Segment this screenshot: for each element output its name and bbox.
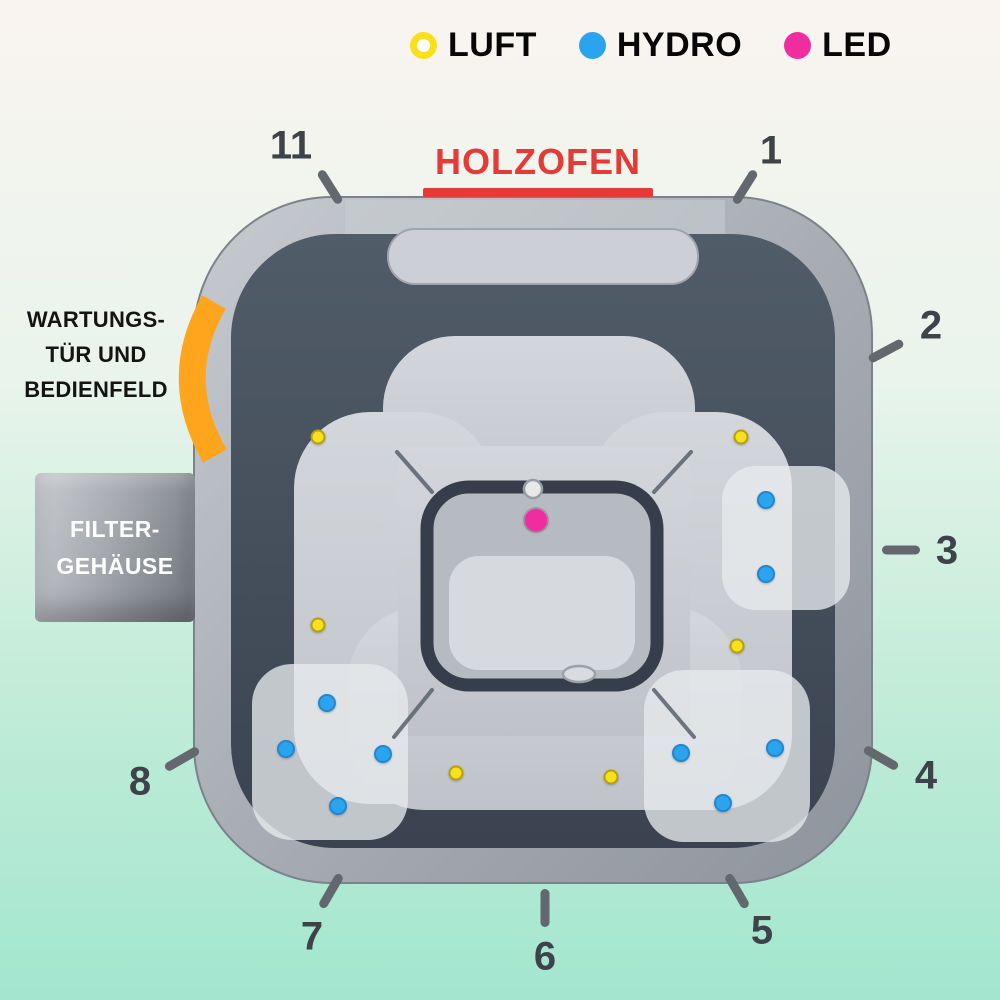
legend-item-led: LED <box>784 26 892 65</box>
drain-fitting <box>561 664 597 684</box>
stove-callout: HOLZOFEN <box>423 141 653 197</box>
stove-label: HOLZOFEN <box>435 141 641 182</box>
legend-item-luft: LUFT <box>410 26 537 65</box>
maintenance-line-3: BEDIENFELD <box>24 377 168 402</box>
seat-pads <box>252 466 850 842</box>
maintenance-door-arc <box>178 295 227 463</box>
legend-dot-luft <box>410 32 437 59</box>
legend-label-luft: LUFT <box>448 26 537 64</box>
stove-underline <box>423 188 653 197</box>
legend-dot-led <box>784 32 812 59</box>
legend: LUFT HYDRO LED <box>410 26 892 65</box>
filter-housing-label: FILTER- GEHÄUSE <box>35 473 195 622</box>
maintenance-label: WARTUNGS- TÜR UND BEDIENFELD <box>20 302 172 407</box>
filter-housing-line-2: GEHÄUSE <box>56 552 174 579</box>
legend-label-led: LED <box>822 26 892 64</box>
floor-divider-lines <box>392 450 696 739</box>
headrest-pillow <box>387 228 699 285</box>
chrome-fitting <box>522 478 544 500</box>
legend-label-hydro: HYDRO <box>616 26 743 64</box>
footwell-highlight <box>449 556 635 670</box>
maintenance-line-1: WARTUNGS- <box>26 307 166 332</box>
legend-dot-hydro <box>578 32 606 59</box>
maintenance-line-2: TÜR UND <box>45 342 147 367</box>
filter-housing-line-1: FILTER- <box>70 515 160 542</box>
legend-item-hydro: HYDRO <box>578 26 743 65</box>
